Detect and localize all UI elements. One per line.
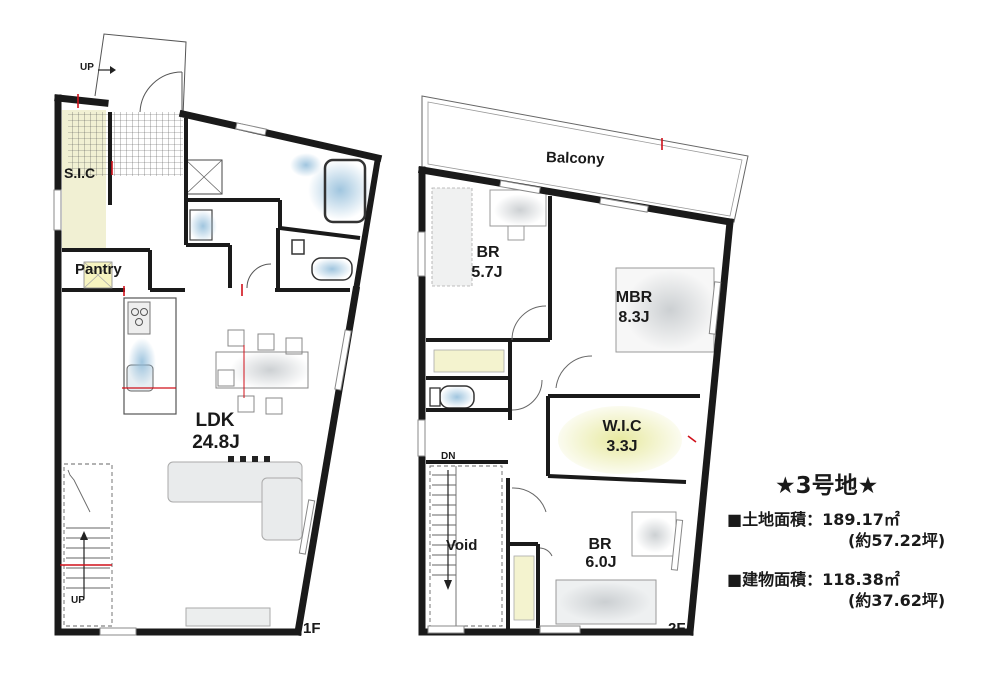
floor2-label: 2F: [668, 620, 686, 637]
floor1-interior-walls: [62, 112, 361, 292]
bathtub: [323, 158, 367, 224]
wic-size-label: 3.3J: [606, 438, 638, 455]
floor-2: [417, 95, 749, 636]
br2-closet: [513, 555, 535, 621]
void-label: Void: [446, 537, 478, 554]
ldk-size-label: 24.8J: [192, 432, 240, 453]
wic-name-label: W.I.C: [602, 418, 642, 435]
mbr-size-label: 8.3J: [618, 309, 650, 326]
tv-board: [185, 607, 271, 627]
floor2-windows: [417, 179, 722, 634]
floor1-windows: [53, 122, 352, 636]
sic-label: S.I.C: [64, 165, 96, 181]
br1-closet: [431, 187, 473, 287]
floor2-red-marks: [687, 435, 697, 443]
ldk-name-label: LDK: [195, 410, 235, 431]
hall-storage: [433, 349, 505, 373]
floor2-doors: [511, 305, 593, 557]
building-area: ■建物面積：118.38㎡: [727, 570, 900, 589]
wic-floor: [558, 406, 682, 474]
entry-porch: [94, 33, 187, 117]
balcony: [421, 95, 749, 223]
balcony-label: Balcony: [545, 148, 605, 169]
mbr-name-label: MBR: [615, 289, 653, 306]
lot-title: ★3号地★: [775, 473, 879, 499]
stairs-2f: [429, 465, 503, 627]
br1-size-label: 5.7J: [471, 264, 503, 281]
sofa: [167, 456, 303, 541]
br2-size-label: 6.0J: [585, 554, 617, 571]
stair-up-label: UP: [71, 595, 85, 606]
br1-name-label: BR: [476, 244, 500, 261]
pantry-label: Pantry: [75, 261, 122, 278]
floor1-label: 1F: [303, 620, 321, 637]
floor2-interior-walls: [426, 196, 700, 632]
land-tsubo: (約57.22坪): [848, 531, 946, 550]
land-area: ■土地面積：189.17㎡: [727, 510, 900, 529]
toilet-1f: [311, 257, 353, 281]
stair-dn-label: DN: [441, 451, 456, 462]
stairs-1f: [60, 463, 113, 627]
toilet-2f: [439, 385, 475, 409]
building-tsubo: (約37.62坪): [848, 591, 946, 610]
entry-up-label: UP: [80, 62, 94, 73]
floor1-red-marks: [77, 94, 243, 296]
floor1-outer-walls: [54, 94, 383, 637]
br2-name-label: BR: [588, 536, 612, 553]
entry-tile-floor: [68, 112, 183, 176]
dining-set: [215, 329, 310, 415]
kitchen-counter: [122, 297, 177, 415]
floor-1: [53, 33, 383, 637]
